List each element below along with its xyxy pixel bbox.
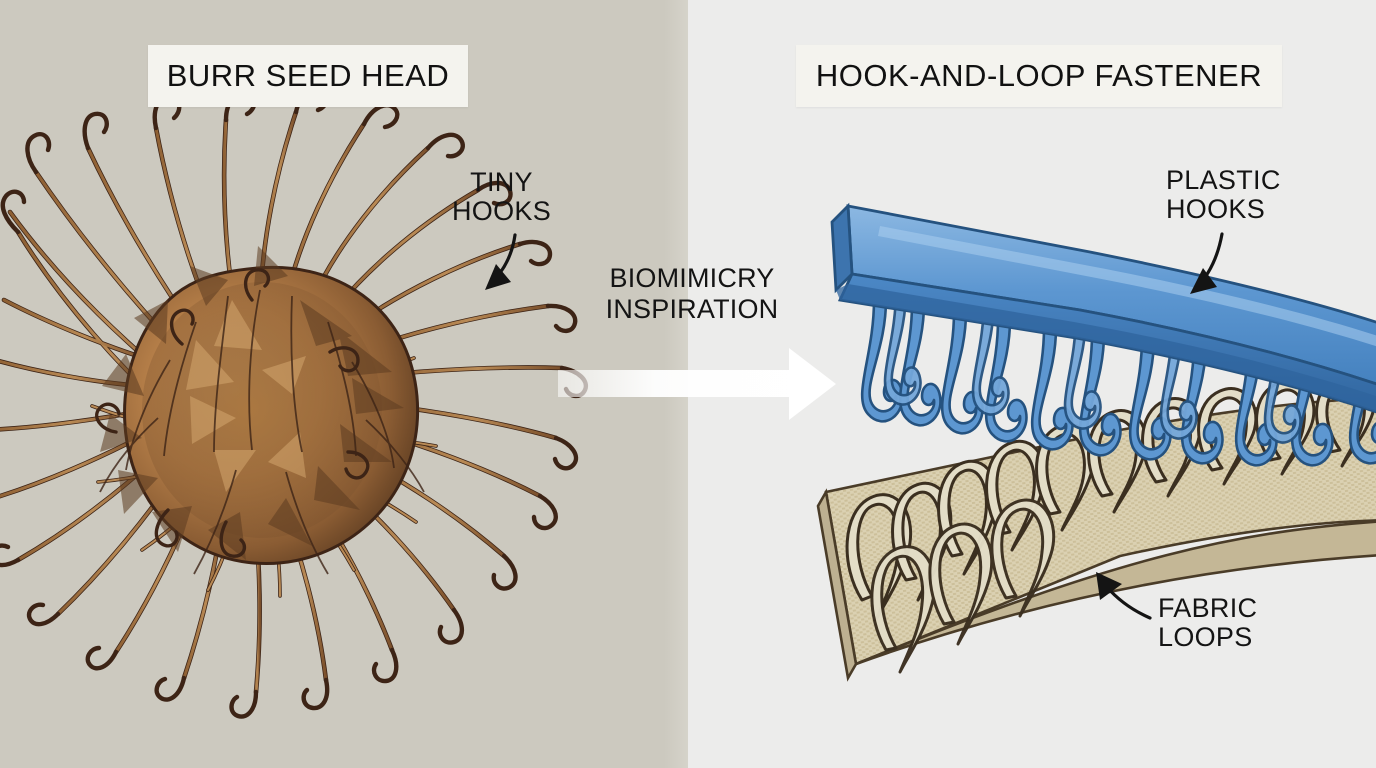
biomimicry-inspiration-caption: BIOMIMICRY INSPIRATION [605,263,779,325]
plastic-hook-strip [830,202,1376,467]
fabric-loops-pointer [1096,572,1152,620]
plastic-hooks [860,288,1376,467]
tiny-hooks-pointer [485,233,517,290]
callout-tiny-hooks: TINY HOOKS [452,167,552,227]
biomimicry-arrow [558,348,836,420]
callout-plastic-hooks: PLASTIC HOOKS [1166,165,1281,225]
panel-title-hook-and-loop-fastener: HOOK-AND-LOOP FASTENER [796,45,1282,107]
burr-body [95,246,425,575]
callout-fabric-loops: FABRIC LOOPS [1158,593,1258,653]
panel-title-burr-seed-head: BURR SEED HEAD [148,45,468,107]
plastic-hooks-pointer [1190,232,1224,294]
